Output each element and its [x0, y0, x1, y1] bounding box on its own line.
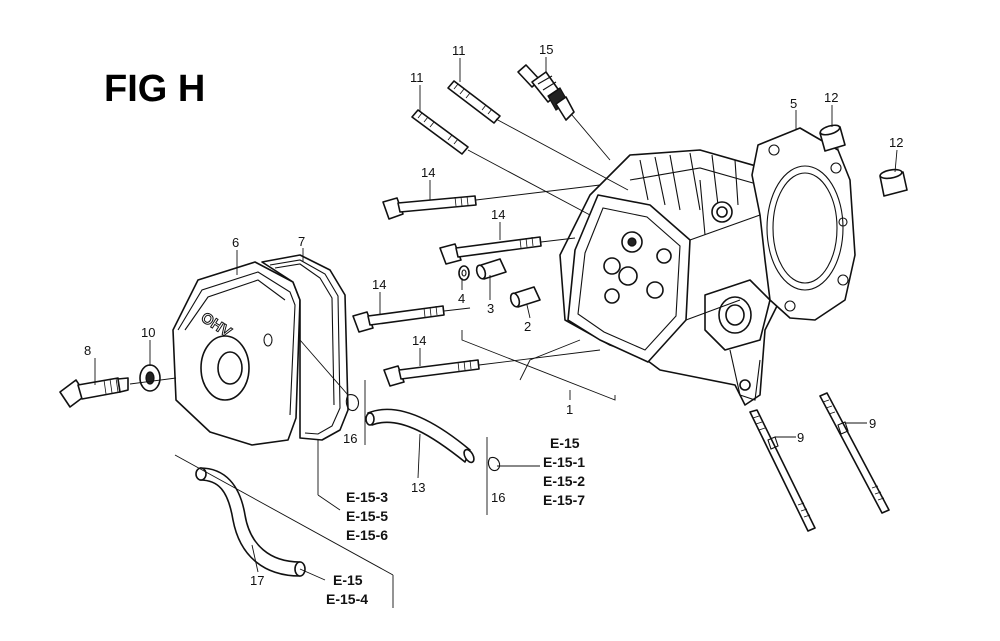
bolt-second: [439, 236, 542, 265]
callout-13: 13: [411, 480, 425, 495]
stud-upper-left: [411, 109, 469, 155]
dowel-pin-right: [879, 168, 908, 197]
clamp-left: [345, 394, 360, 412]
callout-12-right: 12: [889, 135, 903, 150]
dowel-2: [509, 286, 541, 308]
callout-14-second: 14: [491, 207, 505, 222]
spark-plug: [517, 64, 575, 121]
callout-11-right: 11: [452, 43, 466, 58]
callout-5: 5: [790, 96, 797, 111]
stud-upper-right: [447, 80, 501, 124]
callout-10: 10: [141, 325, 155, 340]
ref-cover-gasket-0: E-15-3: [346, 489, 388, 505]
stud-bolt-right: [819, 392, 890, 514]
callout-14-middle: 14: [372, 277, 386, 292]
ref-clamp-right-0: E-15: [550, 435, 580, 451]
callout-9-right: 9: [869, 416, 876, 431]
callout-14-top: 14: [421, 165, 435, 180]
bolt-top: [382, 195, 477, 220]
callout-15: 15: [539, 42, 553, 57]
callout-2: 2: [524, 319, 531, 334]
ref-cover-gasket-1: E-15-5: [346, 508, 388, 524]
cylinder-head: [559, 149, 806, 406]
callout-17: 17: [250, 573, 264, 588]
cover-bolt: [59, 377, 129, 408]
ref-cover-gasket-2: E-15-6: [346, 527, 388, 543]
callout-numbers: 1 2 3 4 5 6 7 8 9 9 10 11 11 12 12 13 14…: [84, 42, 903, 588]
stud-bolt-left: [749, 409, 816, 532]
callout-16-right: 16: [491, 490, 505, 505]
callout-8: 8: [84, 343, 91, 358]
callout-14-lower: 14: [412, 333, 426, 348]
callout-1: 1: [566, 402, 573, 417]
reference-codes: E-15 E-15-1 E-15-2 E-15-7 E-15-3 E-15-5 …: [326, 435, 585, 607]
ref-clamp-right-1: E-15-1: [543, 454, 585, 470]
figure-title: FIG H: [104, 68, 205, 110]
callout-3: 3: [487, 301, 494, 316]
callout-9-left: 9: [797, 430, 804, 445]
sealing-washer: [139, 364, 161, 392]
dowel-4: [458, 265, 470, 281]
breather-tube: [365, 408, 475, 464]
valve-cover-gasket: [261, 254, 349, 441]
callout-12-upper: 12: [824, 90, 838, 105]
bolt-middle: [352, 305, 445, 333]
ref-breather-tube-1: E-15-4: [326, 591, 368, 607]
ref-clamp-right-3: E-15-7: [543, 492, 585, 508]
dowel-3: [475, 258, 507, 280]
breather-hose: [195, 467, 306, 577]
callout-7: 7: [298, 234, 305, 249]
callout-4: 4: [458, 291, 465, 306]
leader-lines: [94, 57, 898, 608]
dowel-pin-upper: [819, 124, 846, 152]
callout-11-left: 11: [410, 70, 424, 85]
bolt-lower: [383, 359, 480, 387]
clamp-right: [487, 456, 501, 472]
callout-6: 6: [232, 235, 239, 250]
ref-clamp-right-2: E-15-2: [543, 473, 585, 489]
ref-breather-tube-0: E-15: [333, 572, 363, 588]
valve-cover: OHV: [172, 261, 301, 446]
callout-16-left: 16: [343, 431, 357, 446]
